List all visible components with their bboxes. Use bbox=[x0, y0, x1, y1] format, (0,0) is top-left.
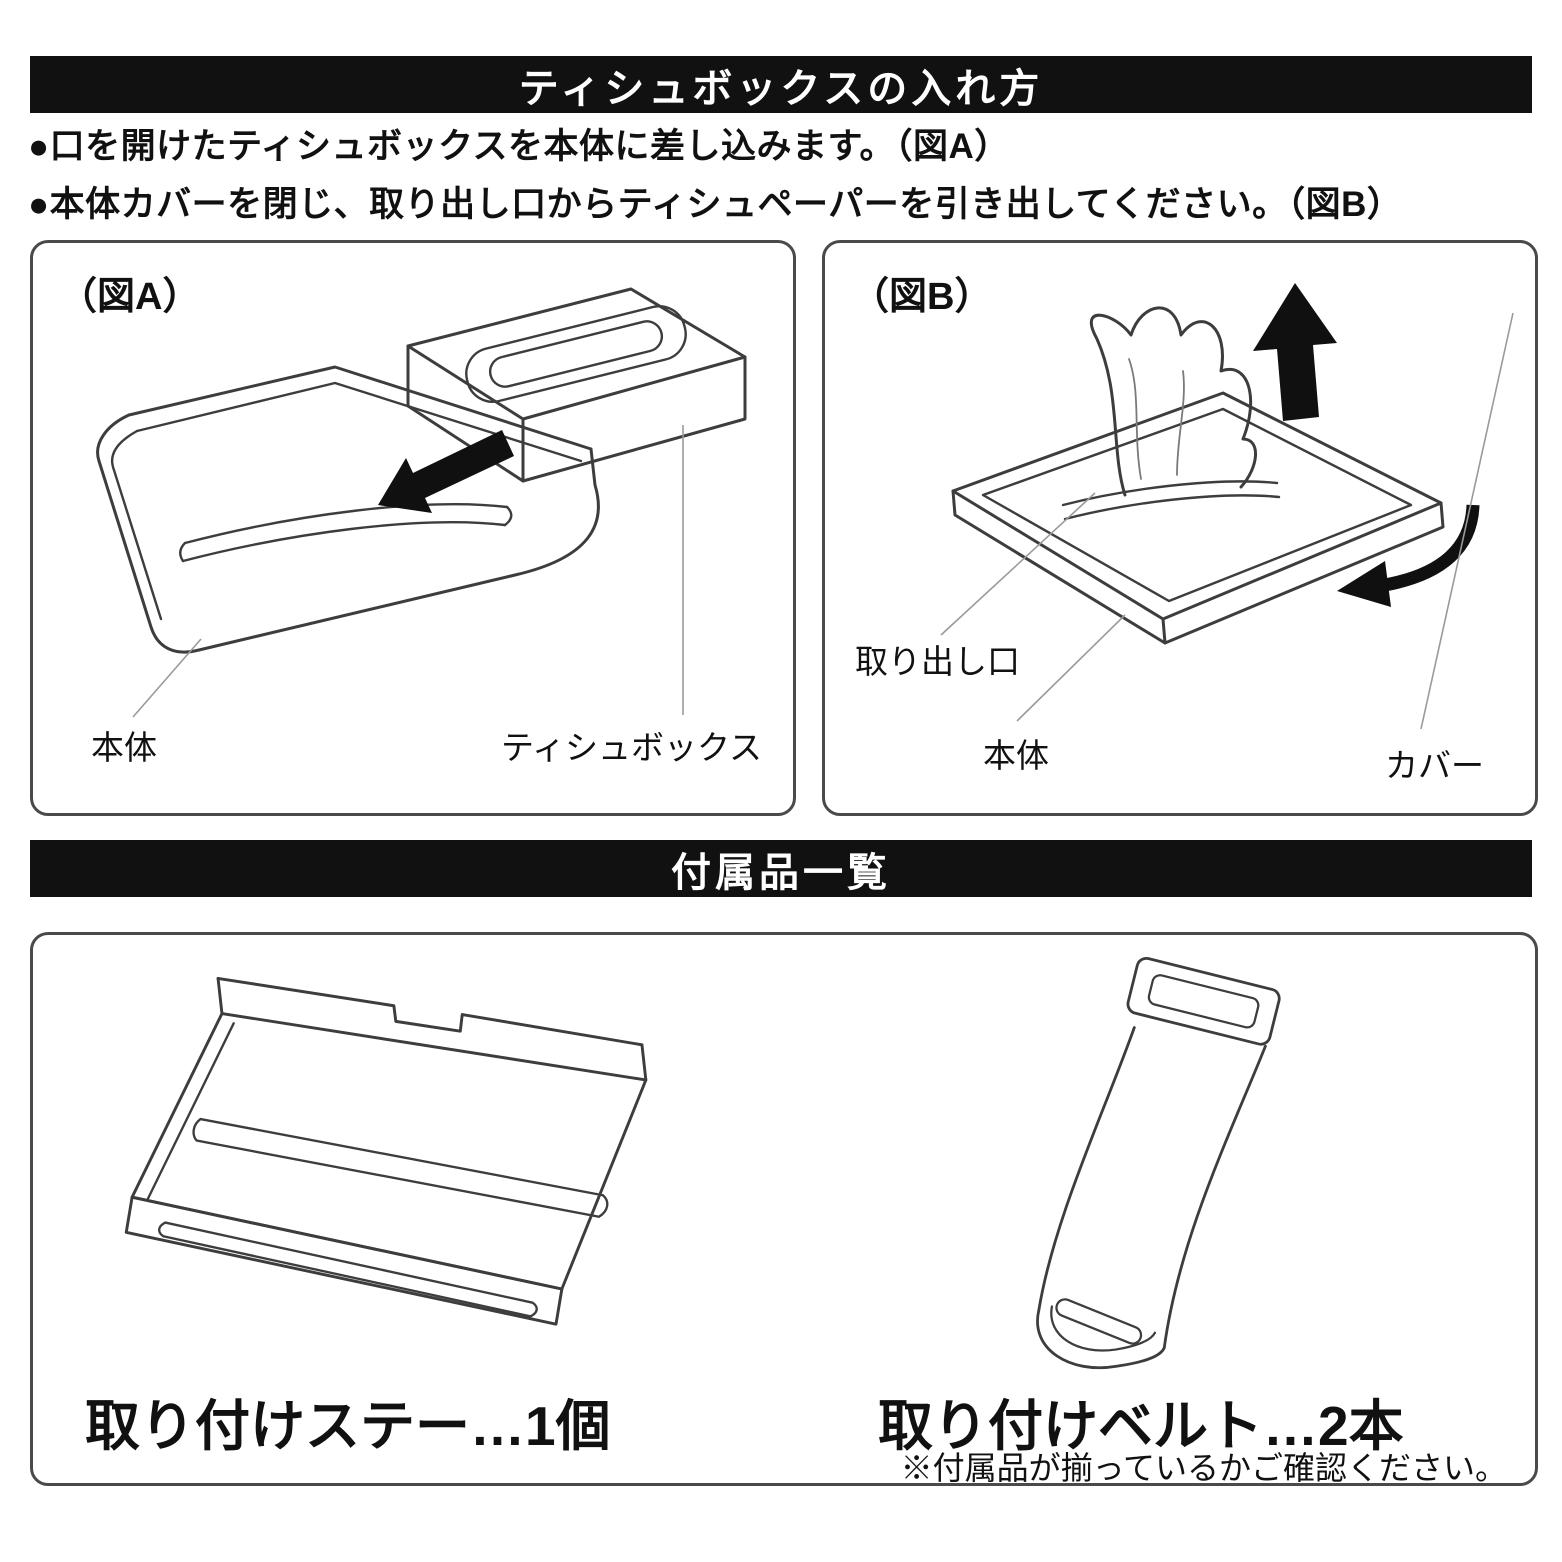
figure-b-label-body: 本体 bbox=[983, 737, 1049, 774]
instruction-line-1: ●口を開けたティシュボックスを本体に差し込みます。（図A） bbox=[28, 127, 1010, 166]
tissue-box-side bbox=[521, 355, 747, 483]
figure-a-label-tissue-box: ティシュボックス bbox=[501, 729, 763, 766]
accessory-label-belt: 取り付けベルト…2本 bbox=[878, 1395, 1404, 1457]
holder-inner-rim bbox=[981, 407, 1413, 603]
instruction-list: ●口を開けたティシュボックスを本体に差し込みます。（図A） ●本体カバーを閉じ、… bbox=[28, 124, 1528, 239]
leader-line-body bbox=[132, 638, 202, 718]
figure-b-panel: （図B） 取り出し口 本体 カバー bbox=[822, 240, 1538, 816]
belt-inner-line bbox=[1050, 1305, 1157, 1352]
stay-left-inset-line bbox=[146, 1022, 235, 1201]
leader-line-cover bbox=[1420, 312, 1514, 730]
pull-up-arrow-icon bbox=[1253, 283, 1337, 421]
tissue-fold-lines bbox=[1128, 358, 1185, 480]
figure-b-label-outlet: 取り出し口 bbox=[855, 643, 1020, 680]
instruction-line-2: ●本体カバーを閉じ、取り出し口からティシュペーパーを引き出してください。（図B） bbox=[28, 184, 1403, 224]
belt-buckle-outer bbox=[1126, 956, 1281, 1046]
figure-a-illustration bbox=[96, 287, 747, 718]
section-title-accessories: 付属品一覧 bbox=[671, 850, 891, 895]
tissue-box-slot-inner bbox=[488, 320, 664, 388]
outlet-slot-bottom bbox=[1063, 494, 1281, 521]
stay-front-lip bbox=[124, 1195, 564, 1326]
belt-left-edge bbox=[1037, 1026, 1136, 1312]
accessories-note: ※付属品が揃っているかご確認ください。 bbox=[900, 1450, 1507, 1486]
holder-rim bbox=[127, 365, 593, 451]
stay-back-top-edge bbox=[216, 976, 644, 1047]
tissue-sheet bbox=[1089, 306, 1257, 497]
leader-line-body bbox=[1016, 614, 1126, 722]
stay-back-wall-edges bbox=[216, 976, 648, 1082]
figure-b-caption: （図B） bbox=[851, 276, 993, 318]
figure-a-caption: （図A） bbox=[59, 276, 201, 318]
stay-plate bbox=[130, 1012, 648, 1291]
accessories-panel: 取り付けステー…1個 取り付けベルト…2本 ※付属品が揃っているかご確認ください… bbox=[30, 932, 1538, 1486]
stay-lip-slot bbox=[158, 1221, 538, 1318]
outlet-slot-top bbox=[1061, 480, 1279, 507]
mounting-stay-illustration bbox=[124, 976, 648, 1326]
tissue-box-front bbox=[406, 344, 525, 483]
section-header-insert: ティシュボックスの入れ方 bbox=[30, 56, 1532, 113]
holder-left-thickness bbox=[951, 489, 1167, 645]
belt-end-slot bbox=[1055, 1298, 1143, 1345]
section-title-insert: ティシュボックスの入れ方 bbox=[518, 66, 1044, 111]
belt-bottom-cap bbox=[1036, 1308, 1166, 1370]
close-arrow-head-icon bbox=[1337, 561, 1391, 607]
figure-b-illustration bbox=[940, 283, 1514, 730]
figure-b-label-cover: カバー bbox=[1385, 747, 1484, 784]
holder-slot-top bbox=[183, 503, 509, 545]
tissue-box-slot-outer bbox=[465, 305, 687, 403]
holder-slot-ends bbox=[179, 505, 513, 563]
holder-outline bbox=[96, 413, 600, 654]
belt-buckle-inner bbox=[1147, 974, 1260, 1029]
leader-line-outlet bbox=[940, 492, 1096, 636]
insert-arrow-icon bbox=[378, 430, 514, 513]
stay-channel-slot bbox=[192, 1117, 609, 1218]
figure-a-label-body: 本体 bbox=[91, 729, 157, 766]
mounting-belt-illustration bbox=[1036, 956, 1281, 1370]
accessory-label-stay: 取り付けステー…1個 bbox=[85, 1395, 611, 1457]
holder-inner-rim bbox=[135, 381, 583, 463]
figure-a-panel: （図A） 本体 ティシュボックス bbox=[30, 240, 796, 816]
holder-contour bbox=[110, 429, 163, 621]
section-header-accessories: 付属品一覧 bbox=[30, 840, 1532, 897]
holder-slot-bottom bbox=[181, 521, 507, 563]
holder-right-thickness bbox=[1163, 501, 1445, 645]
belt-right-edge bbox=[1162, 1044, 1267, 1350]
close-arrow-shaft bbox=[1383, 504, 1480, 592]
tissue-box-top bbox=[406, 287, 747, 421]
